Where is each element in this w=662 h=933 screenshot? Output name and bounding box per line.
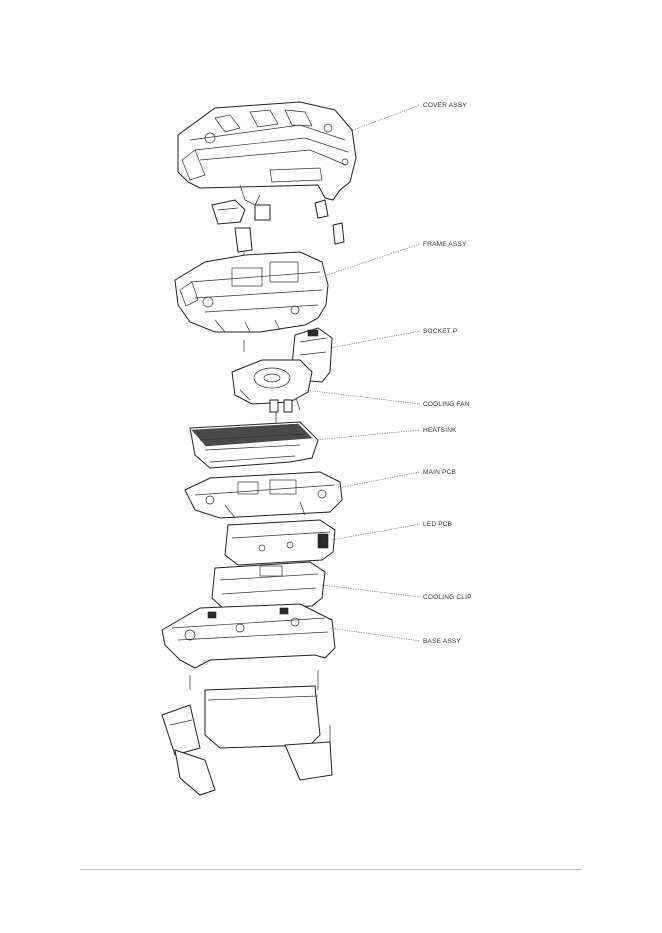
frame-assembly-drawing — [175, 252, 328, 332]
led-pcb-drawing — [225, 520, 335, 565]
leader-base-assy — [330, 628, 420, 641]
callout-base-assy: BASE ASSY — [423, 638, 461, 645]
leader-main-pcb — [338, 472, 420, 488]
callout-led-pcb: LED PCB — [423, 521, 452, 528]
stand-housing-drawing — [162, 670, 332, 795]
leader-cooling-fan — [305, 390, 420, 404]
callout-frame-assy: FRAME ASSY — [423, 241, 467, 248]
callout-main-pcb: MAIN PCB — [423, 469, 456, 476]
leader-socket-p — [330, 331, 420, 348]
cooling-clip-drawing — [212, 562, 325, 610]
footer-divider — [80, 869, 582, 870]
callout-cooling-fan: COOLING FAN — [423, 401, 470, 408]
cover-assembly-drawing — [178, 102, 356, 205]
cooling-fan-drawing — [232, 360, 312, 424]
callout-heatsink: HEATSINK — [423, 427, 457, 434]
leader-heatsink — [315, 430, 420, 440]
base-assembly-drawing — [162, 604, 335, 668]
callout-cooling-clip: COOLING CLIP — [423, 594, 472, 601]
leader-cover-assy — [348, 105, 420, 132]
main-pcb-drawing — [185, 472, 342, 518]
leader-led-pcb — [332, 524, 420, 540]
callout-socket-p: SOCKET P — [423, 328, 457, 335]
leader-frame-assy — [318, 244, 420, 278]
callout-cover-assy: COVER ASSY — [423, 102, 467, 109]
leader-cooling-clip — [322, 585, 420, 597]
callout-labels: COVER ASSY FRAME ASSY SOCKET P COOLING F… — [423, 102, 472, 645]
heatsink-drawing — [190, 422, 318, 468]
